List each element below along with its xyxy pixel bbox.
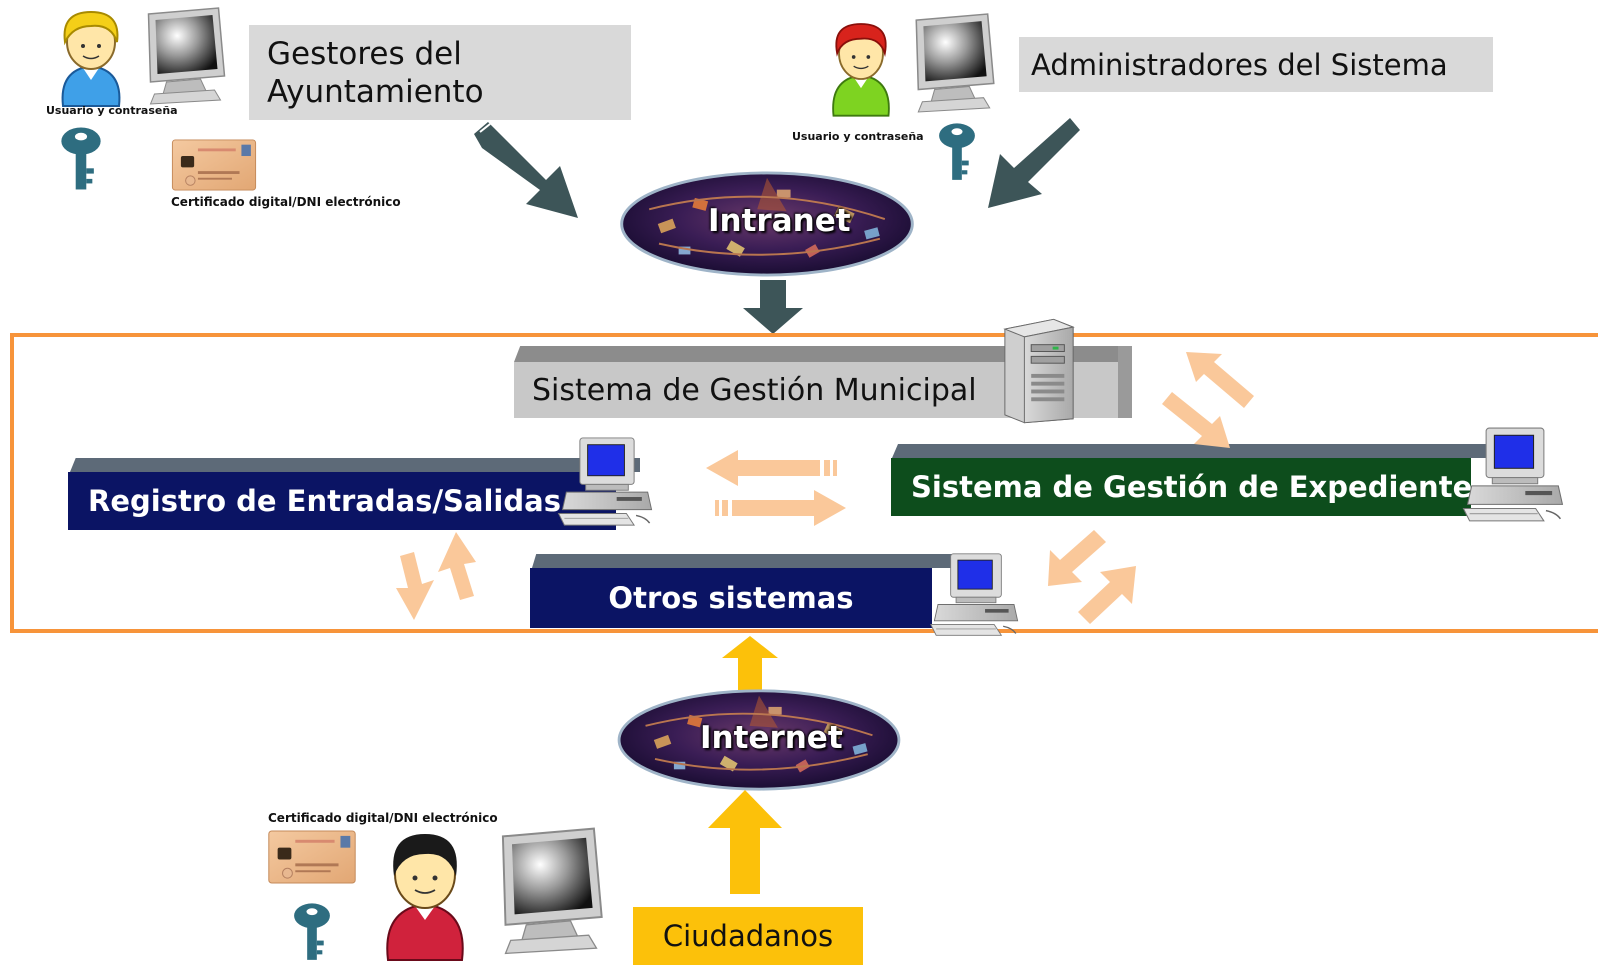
arrow-up-icon xyxy=(722,636,778,692)
otros-box-top xyxy=(532,554,952,568)
registro-label: Registro de Entradas/Salidas xyxy=(88,484,561,518)
key-icon xyxy=(284,902,340,964)
admins-user-pass-label: Usuario y contraseña xyxy=(792,130,924,143)
intranet-label: Intranet xyxy=(708,203,851,239)
gestores-title-box: Gestores del Ayuntamiento xyxy=(249,25,631,120)
gestores-user-pass-label: Usuario y contraseña xyxy=(46,104,178,117)
server-icon xyxy=(1000,316,1078,426)
systems-frame xyxy=(10,333,1598,633)
monitor-icon xyxy=(492,826,610,956)
registro-box: Registro de Entradas/Salidas xyxy=(68,472,616,530)
internet-label: Internet xyxy=(700,720,843,756)
bidirectional-arrow-icon xyxy=(1048,530,1136,624)
monitor-icon xyxy=(905,12,1003,114)
otros-label: Otros sistemas xyxy=(608,581,854,615)
expedientes-label: Sistema de Gestión de Expedientes xyxy=(911,470,1490,504)
key-icon xyxy=(931,122,983,184)
admins-title-box: Administradores del Sistema xyxy=(1019,37,1493,92)
monitor-icon xyxy=(138,6,233,106)
desktop-computer-icon xyxy=(557,436,657,528)
user-blue-icon xyxy=(61,10,121,107)
arrow-down-icon xyxy=(743,280,803,334)
otros-box: Otros sistemas xyxy=(530,568,932,628)
desktop-computer-icon xyxy=(1462,426,1568,524)
admins-title: Administradores del Sistema xyxy=(1031,47,1448,82)
desktop-computer-icon xyxy=(923,552,1029,638)
bidirectional-arrow-icon xyxy=(1162,352,1254,448)
user-red-icon xyxy=(386,834,464,961)
expedientes-box: Sistema de Gestión de Expedientes xyxy=(891,458,1490,516)
id-card-icon xyxy=(170,139,258,191)
ciudadanos-cert-label: Certificado digital/DNI electrónico xyxy=(268,811,498,825)
arrow-down-right-icon xyxy=(474,122,578,218)
ciudadanos-title: Ciudadanos xyxy=(662,919,834,953)
bidirectional-arrow-icon xyxy=(396,532,476,620)
municipal-label: Sistema de Gestión Municipal xyxy=(532,372,977,408)
key-icon xyxy=(52,126,110,194)
id-card-icon xyxy=(266,830,358,884)
user-green-icon xyxy=(832,23,890,117)
gestores-title: Gestores del Ayuntamiento xyxy=(267,35,484,110)
arrow-up-icon xyxy=(708,790,782,894)
municipal-box-side xyxy=(1118,346,1132,418)
arrow-down-left-icon xyxy=(988,118,1080,208)
ciudadanos-box: Ciudadanos xyxy=(633,907,863,965)
bidirectional-arrow-icon xyxy=(706,450,846,526)
municipal-box-top xyxy=(514,346,1132,362)
registro-box-top xyxy=(70,458,640,472)
gestores-cert-label: Certificado digital/DNI electrónico xyxy=(171,195,401,209)
expedientes-box-top xyxy=(892,444,1492,458)
